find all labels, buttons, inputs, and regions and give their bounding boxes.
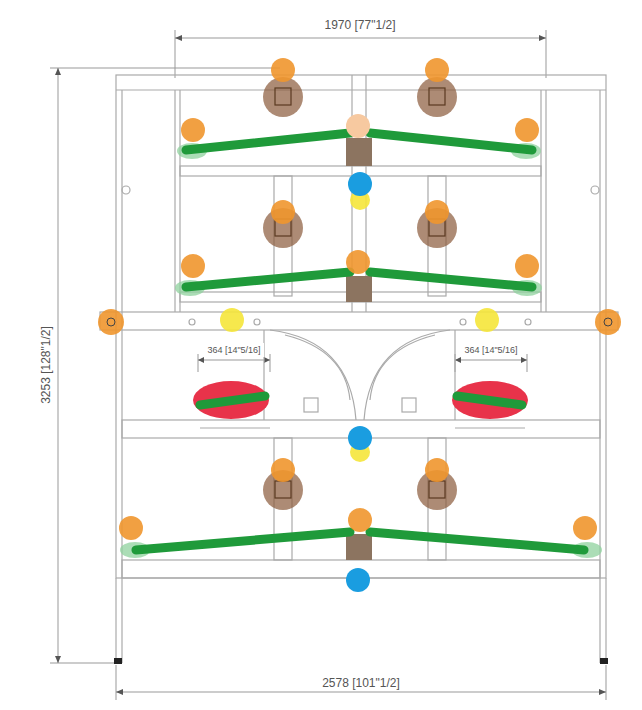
dimension-label: 3253 [128"1/2] bbox=[39, 323, 53, 407]
dimension-label: 364 [14"5/16] bbox=[204, 343, 263, 357]
dimension-label: 364 [14"5/16] bbox=[461, 343, 520, 357]
dimension-label: 1970 [77"1/2] bbox=[322, 18, 399, 32]
dimension-label: 2578 [101"1/2] bbox=[319, 676, 403, 690]
